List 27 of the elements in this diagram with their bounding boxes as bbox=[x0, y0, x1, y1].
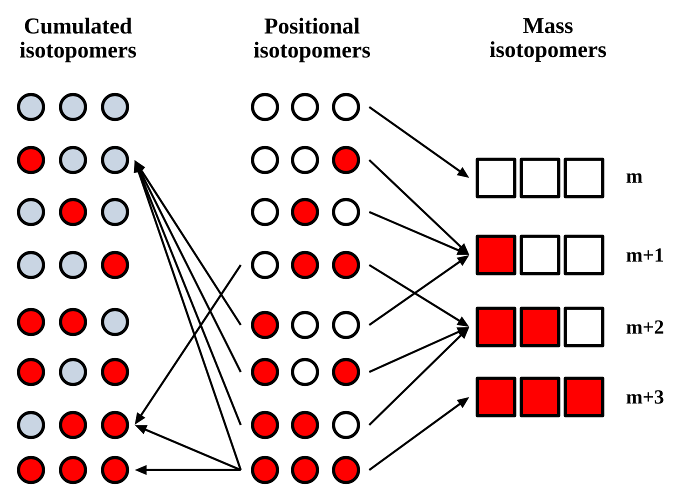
circle-row bbox=[250, 456, 360, 484]
circle-row bbox=[16, 250, 130, 280]
circle-row bbox=[250, 198, 360, 226]
circle-row bbox=[250, 92, 360, 122]
mass-label: m+2 bbox=[626, 320, 664, 334]
circle-row bbox=[16, 456, 130, 484]
circle-row bbox=[16, 146, 130, 174]
square-row bbox=[476, 158, 604, 198]
circle-row bbox=[250, 310, 360, 340]
circle-row bbox=[250, 250, 360, 280]
circle-row bbox=[250, 146, 360, 174]
circle-row bbox=[16, 410, 130, 440]
square-row bbox=[476, 376, 604, 418]
circle-row bbox=[16, 198, 130, 226]
square-row bbox=[476, 234, 604, 276]
circle-row bbox=[16, 308, 130, 336]
square-row bbox=[476, 306, 604, 348]
column-heading: Mass isotopomers bbox=[490, 18, 606, 62]
circle-row bbox=[250, 410, 360, 440]
column-heading: Cumulated isotopomers bbox=[20, 18, 136, 62]
mass-label: m+3 bbox=[626, 390, 664, 404]
mass-label: m+1 bbox=[626, 248, 664, 262]
circle-row bbox=[16, 92, 130, 122]
circle-row bbox=[16, 358, 130, 386]
mass-label: m bbox=[626, 173, 642, 183]
column-heading: Positional isotopomers bbox=[254, 18, 370, 62]
circle-row bbox=[250, 358, 360, 386]
